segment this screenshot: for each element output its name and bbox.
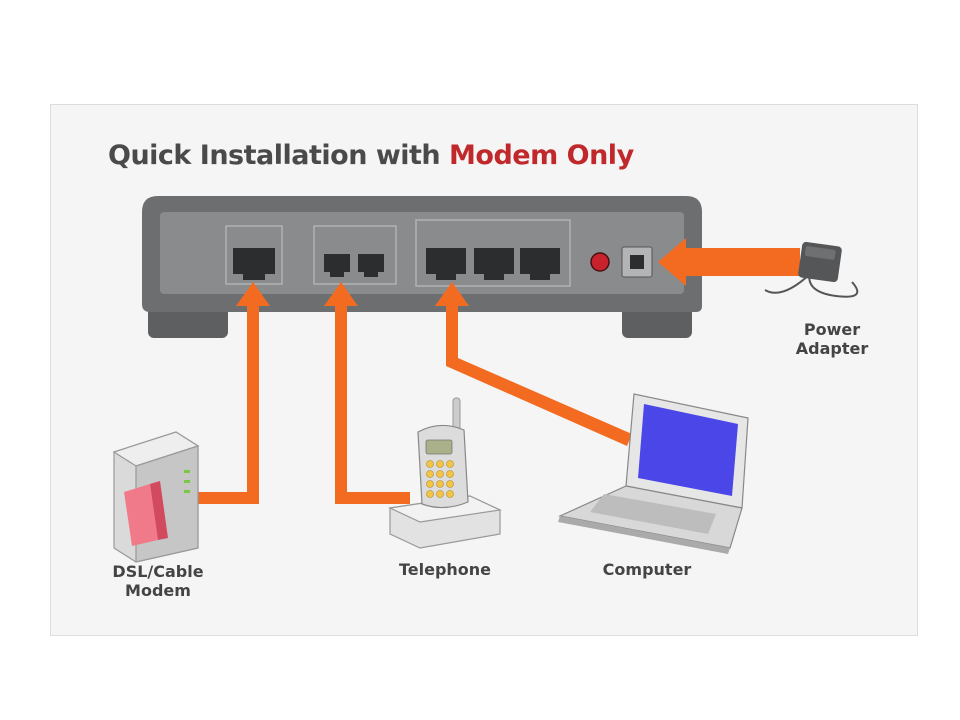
telephone-label: Telephone xyxy=(398,560,492,579)
power-jack-socket xyxy=(630,255,644,269)
power-arrow xyxy=(658,238,800,286)
modem-device xyxy=(112,431,200,563)
modem-label-line2: Modem xyxy=(125,581,191,600)
telephone-device xyxy=(387,397,503,549)
phone-port-2 xyxy=(358,254,384,277)
modem-label-line1: DSL/Cable xyxy=(112,562,204,581)
lan-port-1 xyxy=(426,248,466,280)
connection-arrows xyxy=(198,238,800,504)
lan-port-3 xyxy=(520,248,560,280)
modem-arrow xyxy=(198,282,270,504)
computer-device xyxy=(558,393,749,554)
phone-port-frame xyxy=(313,225,397,285)
title-accent: Modem Only xyxy=(449,140,634,171)
computer-arrow xyxy=(435,282,632,446)
power-adapter-label: Power Adapter xyxy=(772,320,892,358)
lan-port-frame xyxy=(415,219,571,287)
modem-label: DSL/Cable Modem xyxy=(98,562,218,600)
power-label-line2: Adapter xyxy=(795,339,869,358)
lan-port-2 xyxy=(474,248,514,280)
power-adapter xyxy=(764,241,859,298)
wan-port xyxy=(233,248,275,280)
telephone-arrow xyxy=(324,282,410,504)
computer-label: Computer xyxy=(602,560,692,579)
router xyxy=(142,196,702,338)
phone-port-1 xyxy=(324,254,350,277)
reset-button xyxy=(590,252,610,272)
title-prefix: Quick Installation with xyxy=(108,140,450,171)
diagram-title: Quick Installation with Modem Only xyxy=(108,140,634,171)
power-label-line1: Power xyxy=(803,320,861,339)
